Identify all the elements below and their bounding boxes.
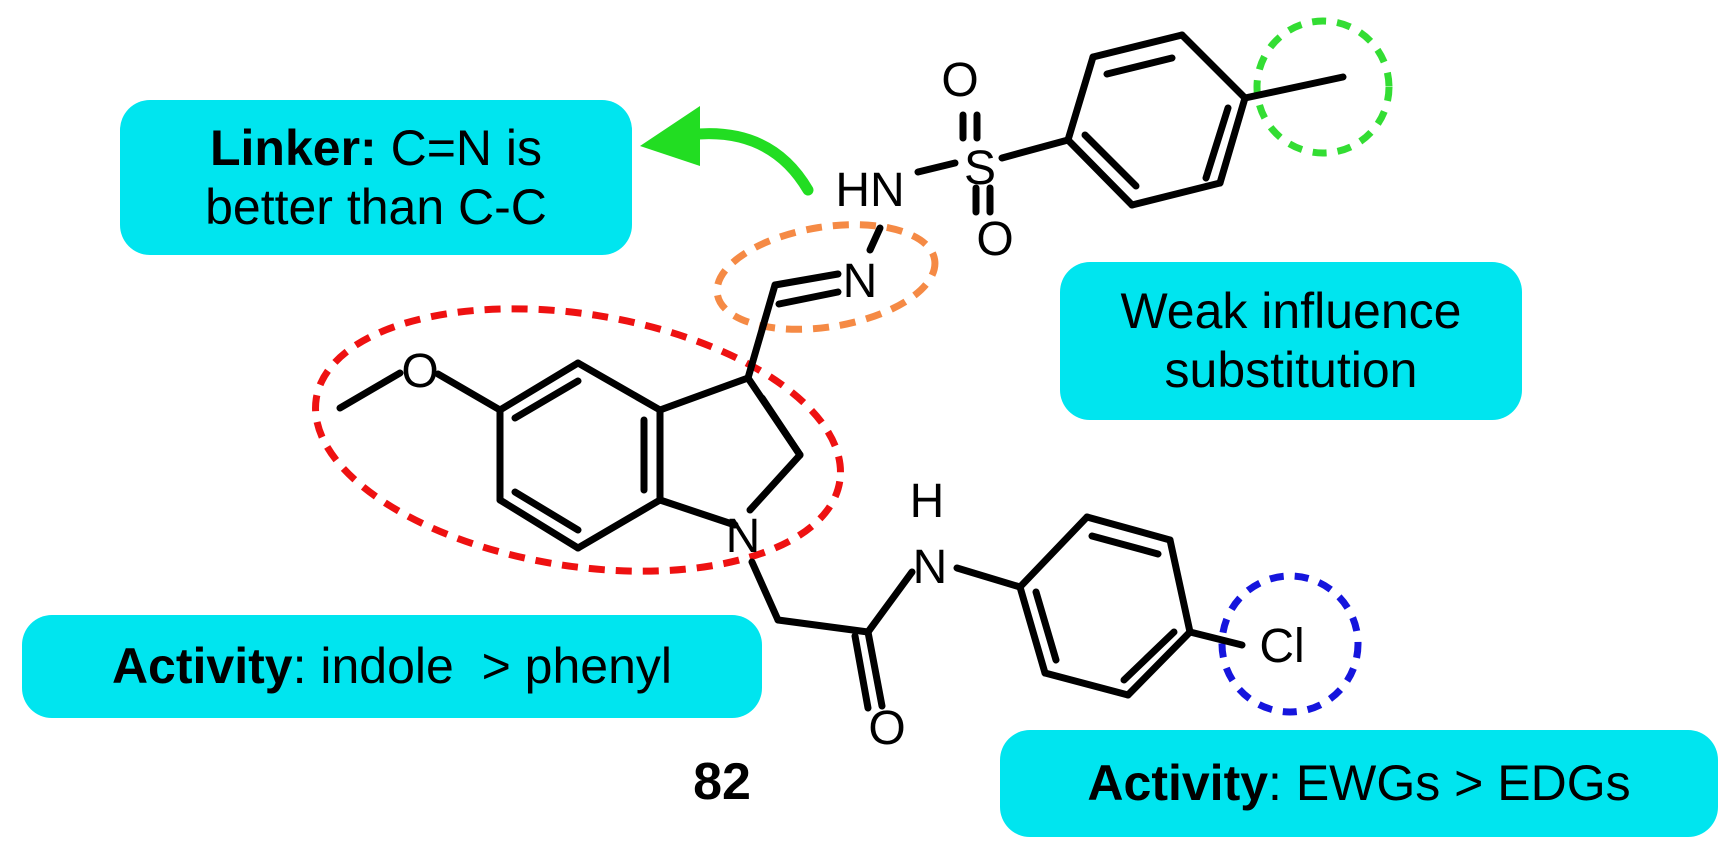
linker-highlight-ellipse [713,221,939,333]
sulfonyl-oxygen-bottom: O [976,213,1013,266]
weak-influence-box: Weak influence substitution [1060,262,1522,420]
ewg-activity-text: : EWGs > EDGs [1268,755,1631,811]
ewg-activity-bold: Activity [1087,755,1269,811]
linker-annotation-line1: Linker: C=N is [210,119,542,178]
arrow-head [640,106,700,166]
linker-annotation-text1: C=N is [376,119,542,176]
indole-activity-box: Activity: indole > phenyl [22,615,762,718]
hydrazone-nh: HN [835,164,904,217]
methoxy-oxygen: O [401,345,438,398]
amide-nitrogen: N [913,541,948,594]
ewg-activity-box: Activity: EWGs > EDGs [1000,730,1718,837]
imine-nitrogen: N [843,255,878,308]
indole-nitrogen: N [726,510,761,563]
linker-annotation-box: Linker: C=N is better than C-C [120,100,632,255]
weak-influence-line2: substitution [1164,342,1418,398]
atom-labels: O O S O HN N N H N O Cl [401,54,1304,755]
indole-activity-line: Activity: indole > phenyl [112,637,672,696]
chloro-highlight-circle [1218,572,1362,716]
carbonyl-oxygen: O [868,702,905,755]
indole-activity-bold: Activity [111,638,293,694]
sulfonyl-oxygen-top: O [941,54,978,107]
weak-influence-line1: Weak influence [1120,283,1462,339]
indole-highlight-ellipse [312,305,844,575]
bonds [336,31,1347,712]
chlorine-atom: Cl [1259,620,1304,673]
indole-activity-text: : indole > phenyl [292,638,673,694]
linker-annotation-bold: Linker: [209,119,377,176]
amide-hydrogen: H [910,475,945,528]
curved-arrow-icon [640,106,814,196]
compound-number: 82 [693,753,751,811]
ewg-activity-line: Activity: EWGs > EDGs [1087,754,1630,813]
arrow-shaft [682,128,814,196]
linker-annotation-line2: better than C-C [205,178,547,235]
sulfur-atom: S [964,142,996,195]
methyl-highlight-circle [1253,17,1393,157]
